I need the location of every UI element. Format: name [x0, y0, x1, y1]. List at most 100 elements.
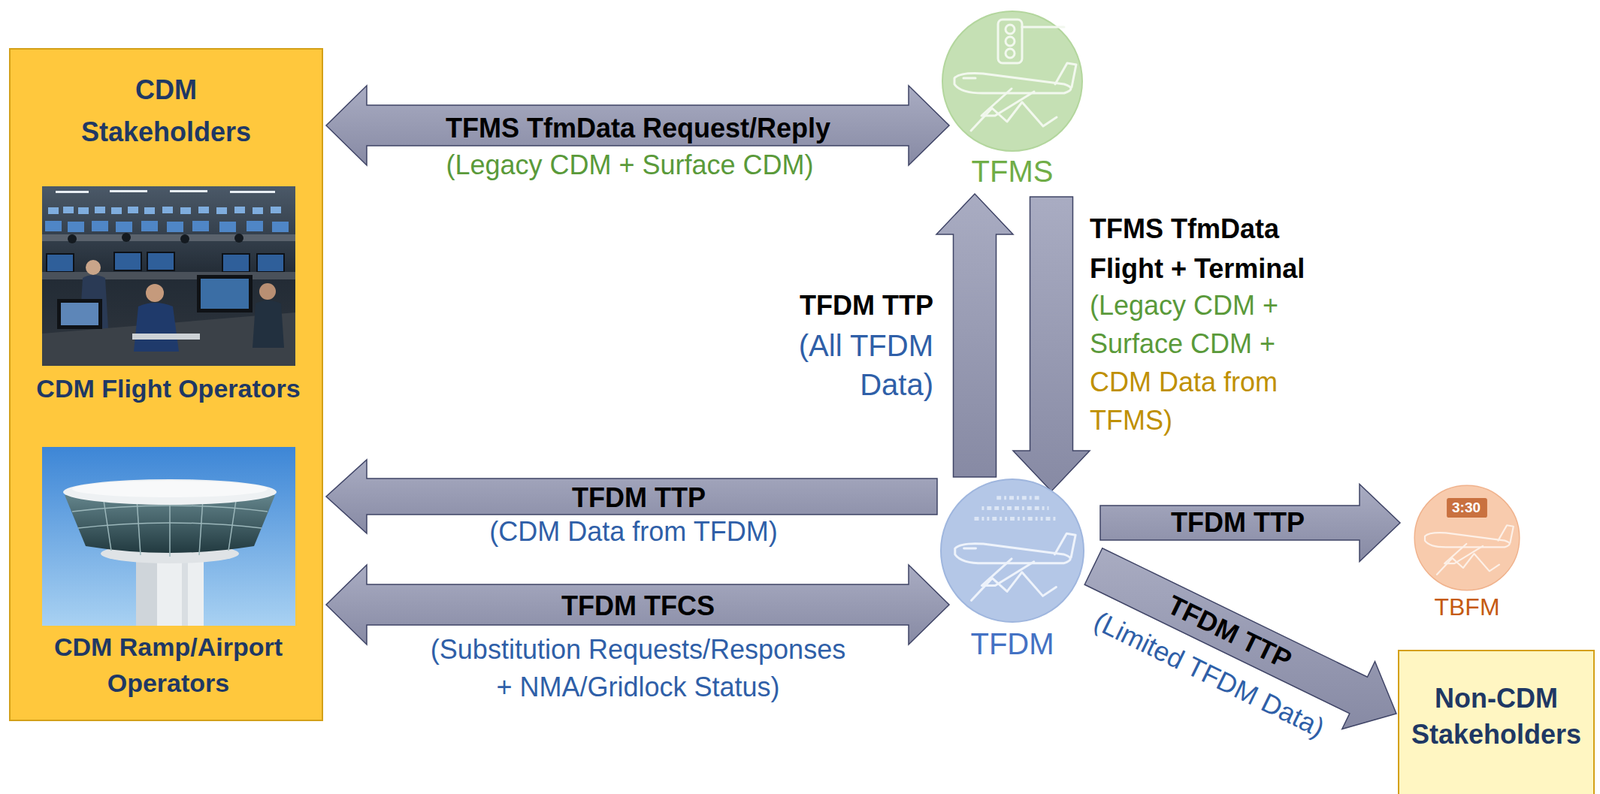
tfms-icon-part-part: [998, 19, 1023, 64]
operator-group: CDM Ramp/Airport Operators: [17, 447, 320, 703]
control-tower-photo-part: [63, 479, 277, 506]
tfdm-icon-part-part: [981, 506, 1049, 511]
operations-room-photo-part-part: [198, 206, 209, 214]
tfdm-icon-part-part: [971, 572, 1057, 602]
operations-room-photo-part-part: [67, 221, 85, 233]
operations-room-photo-part: [259, 283, 276, 300]
operations-room-photo-part: [85, 260, 101, 276]
operator-caption: CDM Flight Operators: [17, 373, 320, 404]
tfms-icon-part-part: [1005, 36, 1015, 46]
control-tower-photo-part: [42, 447, 296, 627]
operations-room-photo-part-part: [192, 220, 209, 232]
control-tower-photo-part: [136, 552, 158, 627]
operations-room-photo-part-part: [55, 190, 89, 194]
operations-room-photo-part-part: [246, 220, 264, 232]
tfdm-icon-part-part: [974, 517, 1057, 521]
operations-room-photo-part: [133, 302, 179, 352]
box-title: Non-CDM Stakeholders: [1406, 680, 1587, 754]
tfdm-icon: [938, 477, 1086, 625]
connector-label: TFDM TTP: [737, 290, 934, 321]
operations-room-photo-part-part: [121, 232, 131, 242]
operations-room-photo-part-part: [252, 207, 264, 215]
clock-readout: 3:30: [1412, 498, 1521, 518]
tfms-icon-part: [942, 11, 1083, 152]
operations-room-photo-part: [145, 284, 164, 303]
control-tower-photo-part: [72, 480, 268, 498]
operations-room-photo-part: [200, 278, 249, 309]
tfdm-icon-part-part: [996, 496, 1041, 500]
tfms-icon-part-part: [1005, 24, 1015, 34]
operations-room-photo-part: [42, 272, 296, 280]
operations-room-photo-part-part: [127, 206, 139, 214]
tfdm-icon-part-part: [1054, 533, 1076, 558]
flow-note: (All TFDM Data): [775, 326, 934, 405]
operations-room-photo-part: [45, 220, 289, 233]
system-circle: TFMS: [937, 9, 1088, 190]
operations-room-photo-part: [55, 190, 276, 194]
operator-group: CDM Flight Operators: [17, 186, 320, 406]
tbfm-icon-part-part: [1497, 525, 1513, 543]
operations-room-photo-part: [132, 333, 200, 340]
operations-room-photo-part-part: [48, 207, 59, 215]
operations-room-photo-part-part: [141, 220, 158, 232]
system-name: TFDM: [937, 627, 1087, 661]
operations-room-photo-part-part: [45, 220, 62, 232]
tfdm-icon-part: [974, 498, 1057, 520]
operations-room-photo-part-part: [257, 254, 285, 273]
panel-title: CDM Stakeholders: [60, 69, 272, 154]
block-arrow: [1100, 484, 1401, 563]
system-circle: 3:30TBFM: [1412, 483, 1522, 623]
tfdm-icon-part-part: [964, 547, 977, 551]
tfms-icon: [937, 9, 1087, 152]
block-arrow: [936, 193, 1014, 478]
tbfm-icon-part: [1424, 525, 1514, 575]
operations-room-photo-part-part: [180, 207, 191, 215]
connector-label: TFMS TfmData Flight + Terminal: [1089, 208, 1319, 289]
operations-room-photo-part: [57, 299, 103, 330]
connector-group: [326, 85, 1401, 729]
tfdm-icon-part: [955, 533, 1076, 601]
operations-room-photo-part: [42, 186, 296, 366]
stakeholder-box: Non-CDM Stakeholders: [1397, 650, 1595, 794]
operations-room-photo-part-part: [111, 207, 122, 215]
tfms-icon-part: [954, 19, 1077, 131]
operations-room-photo-part-part: [115, 221, 133, 233]
operator-caption: CDM Ramp/Airport Operators: [17, 629, 320, 702]
stakeholder-panel: CDM Stakeholders: [9, 48, 324, 722]
tfms-icon-part-part: [963, 77, 976, 80]
operations-room-photo-part-part: [91, 220, 109, 232]
operations-room-photo-part-part: [180, 234, 190, 244]
operations-room-photo-part-part: [166, 221, 184, 233]
operations-room-photo-part: [252, 300, 285, 348]
connector-label: TFDM TFCS: [412, 591, 864, 622]
operations-room-photo-part-part: [234, 233, 244, 243]
operations-room-photo-part-part: [270, 206, 282, 214]
operations-room-photo-part-part: [109, 190, 148, 193]
operations-room-photo-part: [46, 252, 285, 273]
operations-room-photo-part-part: [94, 206, 106, 214]
operations-room-photo-part-part: [162, 206, 173, 214]
operations-room-photo-part-part: [229, 190, 276, 194]
tfdm-icon-part: [940, 479, 1084, 623]
tbfm-icon-part-part: [1424, 532, 1510, 548]
flow-note: (Substitution Requests/Responses + NMA/G…: [425, 631, 851, 707]
tfdm-icon-part-part: [955, 544, 1071, 564]
system-name: TBFM: [1412, 593, 1522, 621]
tfms-icon-part-part: [970, 102, 1057, 131]
operations-room-photo-part-part: [46, 254, 74, 273]
flow-note: CDM Data from TFMS): [1089, 362, 1297, 440]
operations-room-photo-part-part: [216, 207, 227, 215]
operations-room-photo-part-part: [63, 206, 74, 214]
operations-room-photo-part-part: [147, 252, 175, 271]
operations-room-photo-part: [196, 275, 253, 313]
operations-room-photo-part-part: [67, 234, 77, 244]
flow-note: (Legacy CDM + Surface CDM +: [1089, 286, 1297, 363]
tfms-icon-part-part: [1005, 48, 1015, 58]
system-circle: TFDM: [937, 477, 1087, 663]
connector-label: TFMS TfmData Request/Reply: [412, 113, 864, 144]
tfms-icon-part-part: [954, 73, 1071, 94]
block-arrow: [1013, 196, 1090, 492]
operations-room-photo-part: [67, 232, 244, 244]
operations-room-photo: [42, 186, 296, 366]
block-arrow: [326, 565, 950, 645]
